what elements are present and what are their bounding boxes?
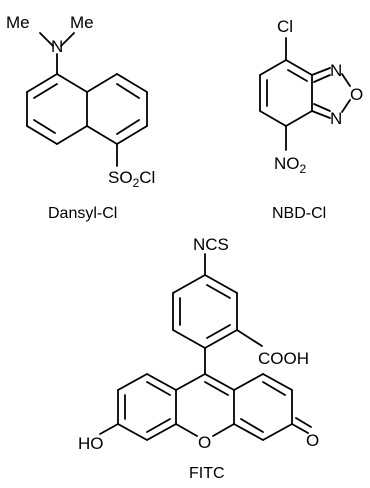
dansyl-so2cl-post: Cl: [139, 168, 155, 187]
nbd-n-bottom-label: N: [330, 109, 342, 128]
fitc-ncs-label: NCS: [193, 235, 229, 254]
fitc-keto-o-label: O: [306, 431, 319, 450]
dansyl-me-right-label: Me: [70, 13, 94, 32]
dansyl-n-label: N: [51, 37, 63, 56]
nbd-no2-pre: NO: [274, 154, 300, 173]
dansyl-cl-structure: Me N Me SO2Cl Dansyl-Cl: [6, 13, 155, 222]
fitc-ho-label: HO: [78, 434, 104, 453]
dansyl-so2cl-pre: SO: [108, 168, 133, 187]
fitc-bonds: [99, 253, 312, 441]
fitc-structure: NCS COOH HO O O FITC: [78, 235, 319, 482]
dansyl-cl-caption: Dansyl-Cl: [48, 205, 117, 222]
nbd-cl-structure: Cl N O N NO2 NBD-Cl: [259, 17, 363, 222]
dansyl-so2cl-label: SO2Cl: [108, 168, 155, 190]
dansyl-bonds: [26, 32, 148, 167]
fitc-cooh-label: COOH: [258, 349, 309, 368]
nbd-cl-caption: NBD-Cl: [272, 205, 326, 222]
dansyl-me-left-label: Me: [6, 13, 30, 32]
nbd-bonds: [259, 37, 351, 151]
nbd-n-top-label: N: [330, 61, 342, 80]
nbd-no2-subscript: 2: [300, 162, 307, 176]
nbd-cl-atom-label: Cl: [277, 17, 293, 36]
fitc-caption: FITC: [189, 465, 225, 482]
nbd-o-label: O: [350, 85, 363, 104]
fitc-ring-o-label: O: [198, 433, 211, 452]
nbd-no2-label: NO2: [274, 154, 307, 176]
dansyl-so2cl-subscript: 2: [133, 176, 140, 190]
